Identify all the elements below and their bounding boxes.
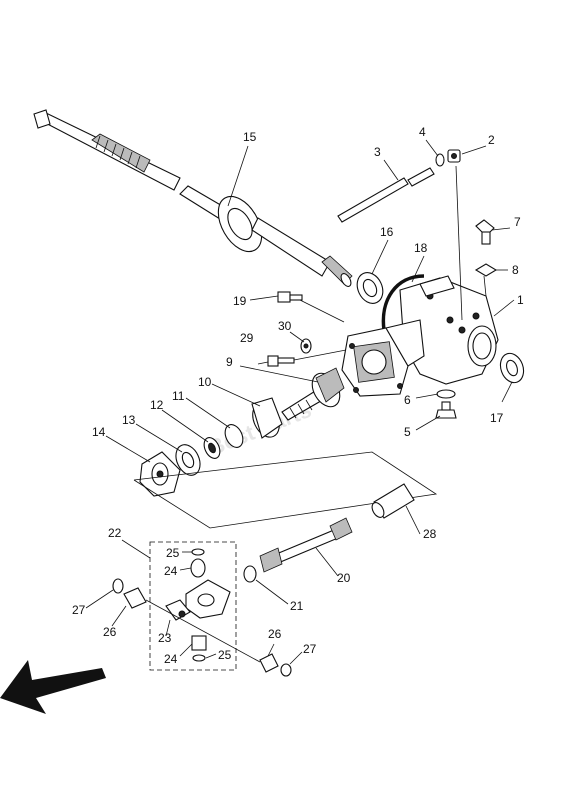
callout-14: 14 xyxy=(92,425,106,439)
part-28-boot xyxy=(371,483,415,519)
callout-17: 17 xyxy=(490,411,504,425)
callout-7: 7 xyxy=(514,215,521,229)
part-1-final-gear-case xyxy=(399,275,499,385)
part-14-coupling xyxy=(139,451,181,497)
callout-26-left: 26 xyxy=(103,625,117,639)
front-direction-arrow-icon xyxy=(0,660,106,714)
part-23-spider xyxy=(165,599,191,621)
part-21-circlip xyxy=(243,565,257,583)
part-25-circlip-bottom xyxy=(192,654,206,662)
part-29-bolt xyxy=(267,355,295,367)
callout-19: 19 xyxy=(233,294,247,308)
callout-25-top: 25 xyxy=(166,546,180,560)
part-24-bearing-bottom xyxy=(191,635,207,651)
callout-6: 6 xyxy=(404,393,411,407)
part-5-drain-bolt xyxy=(435,401,457,419)
assembly-outline xyxy=(133,451,438,529)
callout-16: 16 xyxy=(380,225,394,239)
callout-24-bottom: 24 xyxy=(164,652,178,666)
part-24-bearing-top xyxy=(190,558,206,578)
part-10-bearing xyxy=(251,397,283,439)
part-26-bearing-left xyxy=(123,587,147,609)
part-17-oil-seal xyxy=(499,352,525,384)
callout-3: 3 xyxy=(374,145,381,159)
callout-30: 30 xyxy=(278,319,292,333)
part-27-circlip-right xyxy=(280,663,292,677)
part-22-universal-joint-group xyxy=(149,541,237,671)
bearing-housing xyxy=(341,319,425,397)
part-2-breather-joint xyxy=(447,149,461,163)
part-25-circlip-top xyxy=(191,548,205,556)
callout-22: 22 xyxy=(108,526,122,540)
part-4-clip xyxy=(435,153,445,167)
callout-labels: 15 3 4 2 7 8 1 16 18 19 30 29 9 10 11 12… xyxy=(72,125,524,666)
callout-2: 2 xyxy=(488,133,495,147)
part-7-filler-plug xyxy=(475,219,495,245)
callout-10: 10 xyxy=(198,375,212,389)
part-11-o-ring xyxy=(224,424,244,448)
callout-4: 4 xyxy=(419,125,426,139)
part-13-oil-seal xyxy=(175,444,201,476)
callout-11: 11 xyxy=(172,389,185,403)
yoke-upper xyxy=(185,579,231,619)
part-26-bearing-right xyxy=(259,653,279,673)
callout-13: 13 xyxy=(122,413,136,427)
callout-27-left: 27 xyxy=(72,603,86,617)
part-18-o-ring xyxy=(381,274,425,331)
part-30-washer xyxy=(300,338,312,354)
part-20-drive-shaft xyxy=(259,517,353,573)
callout-25-bottom: 25 xyxy=(218,648,232,662)
callout-26-right: 26 xyxy=(268,627,282,641)
callout-8: 8 xyxy=(512,263,519,277)
callout-15: 15 xyxy=(243,130,257,144)
callout-28: 28 xyxy=(423,527,437,541)
callout-1: 1 xyxy=(517,293,524,307)
part-12-nut xyxy=(203,437,221,459)
callout-20: 20 xyxy=(337,571,351,585)
part-15-axle-shaft xyxy=(33,109,353,287)
callout-5: 5 xyxy=(404,425,411,439)
callout-18: 18 xyxy=(414,241,428,255)
part-3-breather-hose xyxy=(337,167,435,223)
callout-12: 12 xyxy=(150,398,164,412)
spline-section xyxy=(91,133,151,173)
callout-9: 9 xyxy=(226,355,233,369)
callout-21: 21 xyxy=(290,599,304,613)
leader-lines xyxy=(85,139,515,665)
part-6-gasket xyxy=(436,389,456,399)
callout-23: 23 xyxy=(158,631,172,645)
part-19-bolt xyxy=(277,291,303,303)
callout-27-right: 27 xyxy=(303,642,317,656)
part-27-circlip-left xyxy=(112,578,124,594)
part-8-gasket xyxy=(474,263,498,277)
callout-24-top: 24 xyxy=(164,564,178,578)
part-9-drive-pinion xyxy=(281,367,345,421)
part-16-oil-seal xyxy=(356,272,384,304)
callout-29: 29 xyxy=(240,331,254,345)
